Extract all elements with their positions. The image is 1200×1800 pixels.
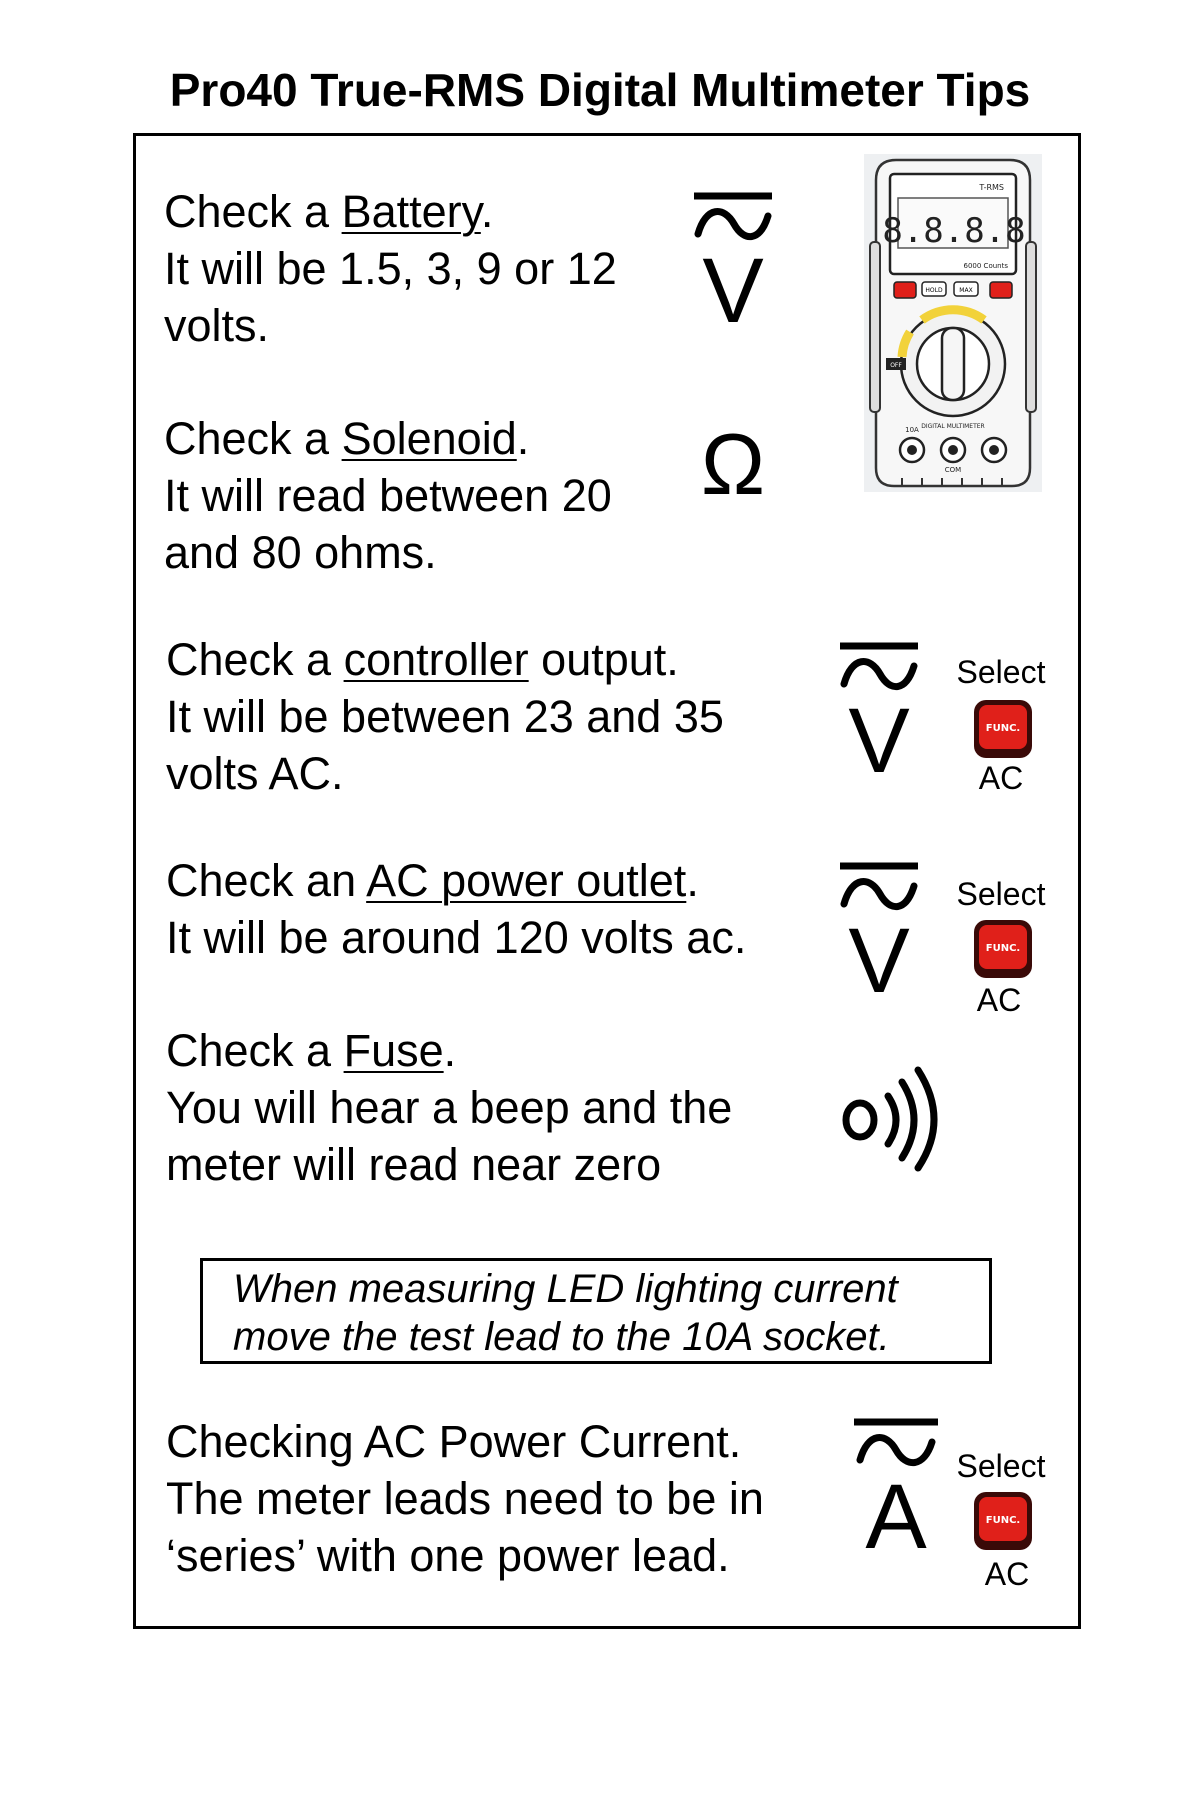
ac-label: AC [976,982,1022,1018]
tip-fuse-keyword: Fuse [343,1025,444,1076]
amp-letter: A [865,1466,927,1568]
ac-tilde-icon [840,642,918,690]
meter-counts: 6000 Counts [964,262,1009,270]
ac-current-symbol: A [848,1416,944,1568]
ac-tilde-icon [854,1418,938,1467]
meter-func-button [893,281,917,299]
meter-display: 8.8.8.8 [882,211,1025,251]
tip-ac-outlet: Check an AC power outlet. It will be aro… [166,855,747,963]
ac-label: AC [984,1556,1030,1592]
tip-battery-keyword: Battery [341,186,481,237]
ac-voltage-symbol: V [688,190,778,342]
ohm-letter: Ω [700,417,766,513]
meter-off-label: OFF [890,362,902,369]
tip-ac-current: Checking AC Power Current. The meter lea… [166,1416,764,1581]
ac-voltage-symbol: V [834,860,924,1012]
ac-tilde-icon [694,192,772,240]
meter-max-label: MAX [959,287,972,294]
select-label: Select [956,876,1046,912]
svg-text:FUNC.: FUNC. [986,723,1020,734]
svg-text:FUNC.: FUNC. [986,1515,1020,1526]
svg-text:FUNC.: FUNC. [986,943,1020,954]
select-label: Select [956,654,1046,690]
tip-controller-keyword: controller [343,634,529,685]
ohm-symbol: Ω [688,422,778,508]
meter-10a-label: 10A [905,426,919,434]
multimeter-illustration: 8.8.8.8 T-RMS 6000 Counts HOLD MAX OFF D… [864,154,1042,492]
meter-com-label: COM [945,466,961,474]
tip-fuse: Check a Fuse. You will hear a beep and t… [166,1025,733,1190]
func-button-icon: FUNC. [974,920,1032,978]
led-current-note: When measuring LED lighting current move… [200,1258,992,1364]
continuity-icon [842,1066,938,1172]
ac-tilde-icon [840,862,918,910]
func-button-icon: FUNC. [974,700,1032,758]
tips-frame [133,133,1081,1629]
tip-battery: Check a Battery. It will be 1.5, 3, 9 or… [164,186,617,351]
tip-ac-outlet-keyword: AC power outlet [366,855,687,906]
ac-voltage-symbol: V [834,640,924,792]
tip-solenoid: Check a Solenoid. It will read between 2… [164,413,612,578]
meter-hold-label: HOLD [925,287,943,294]
select-label: Select [956,1448,1046,1484]
volt-letter: V [848,910,910,1012]
tip-solenoid-keyword: Solenoid [341,413,517,464]
meter-dial-label: DIGITAL MULTIMETER [921,423,984,430]
volt-letter: V [702,240,764,342]
meter-brand: T-RMS [978,183,1004,192]
page-title: Pro40 True-RMS Digital Multimeter Tips [169,64,1031,116]
func-button-icon: FUNC. [974,1492,1032,1550]
volt-letter: V [848,690,910,792]
tip-controller: Check a controller output. It will be be… [166,634,724,799]
ac-label: AC [978,760,1024,796]
